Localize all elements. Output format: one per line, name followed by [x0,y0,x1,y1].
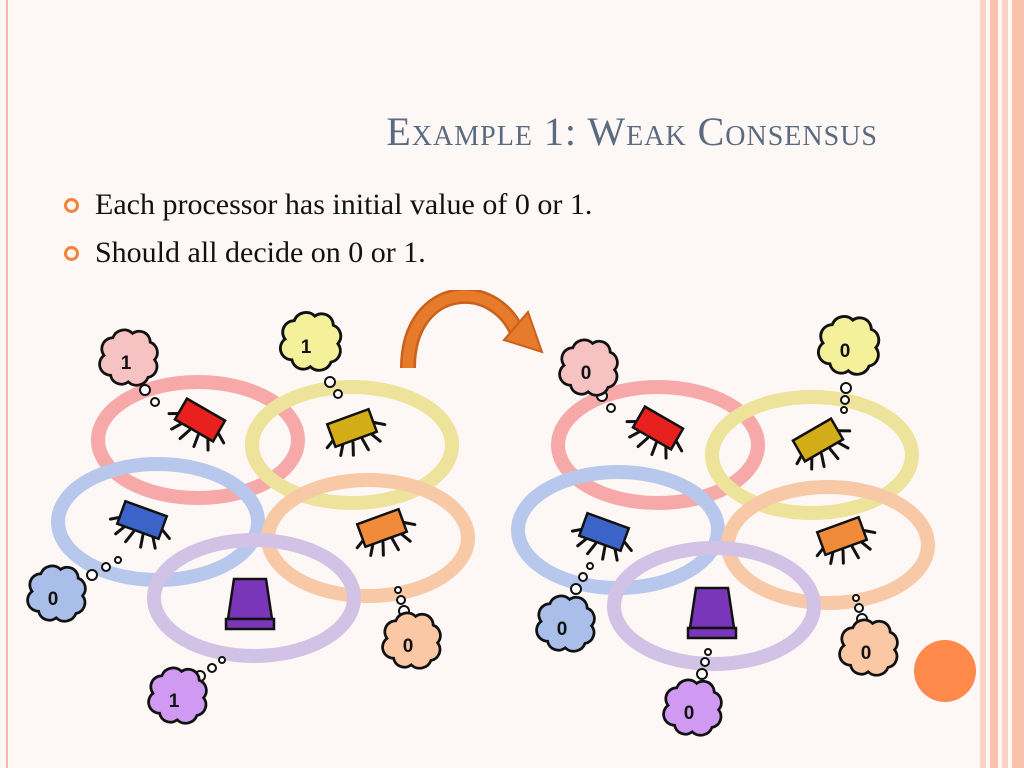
thought-bubble-yellow: 1 [278,311,343,399]
slide-title: Example 1: Weak Consensus [386,109,878,154]
red-processor-icon [159,396,229,461]
yellow-processor-icon [791,416,861,480]
thought-bubble-yellow: 0 [816,315,881,414]
ring-yellow [245,380,459,510]
bullet-text: Should all decide on 0 or 1. [95,236,426,269]
thought-bubble-blue: 0 [535,562,596,653]
bullet-icon [64,245,79,261]
svg-text:0: 0 [684,703,695,724]
after-network: 0 0 0 0 [511,315,935,737]
blue-processor-icon [565,511,635,569]
bullet-item: Should all decide on 0 or 1. [64,236,426,270]
bullet-icon [64,197,79,213]
yellow-processor-icon [322,407,393,465]
before-network: 1 1 0 0 [26,311,475,725]
orange-processor-icon [812,515,883,573]
svg-text:0: 0 [557,619,568,640]
svg-text:1: 1 [121,353,132,374]
left-border-rule [6,0,8,768]
blue-processor-icon [103,499,173,557]
svg-text:1: 1 [169,691,180,712]
right-decorative-bars [980,0,1024,768]
bullet-item: Each processor has initial value of 0 or… [64,188,592,222]
svg-text:0: 0 [403,636,414,657]
bullet-text: Each processor has initial value of 0 or… [95,188,593,221]
svg-text:0: 0 [581,363,592,384]
thought-bubble-blue: 0 [26,556,122,623]
thought-bubble-purple: 1 [147,656,226,725]
svg-text:1: 1 [301,337,312,358]
thought-bubble-red: 0 [558,338,619,413]
ring-purple [147,533,361,663]
thought-bubble-orange: 0 [838,594,899,677]
consensus-diagram: 1 1 0 0 [26,290,935,737]
thought-bubble-red: 1 [98,328,160,407]
orange-processor-icon [352,507,423,565]
purple-processor-icon [224,577,276,631]
svg-text:0: 0 [48,589,59,610]
ring-purple [607,541,821,671]
red-processor-icon [617,404,687,469]
svg-text:0: 0 [840,341,851,362]
decorative-orange-circle [914,640,976,702]
purple-processor-icon [686,586,738,640]
ring-yellow [705,390,919,520]
ring-red [91,375,305,505]
ring-red [551,380,765,510]
svg-text:0: 0 [861,643,872,664]
thought-bubble-orange: 0 [381,586,442,670]
thought-bubble-purple: 0 [662,648,723,737]
transition-arrow-icon [400,290,544,369]
